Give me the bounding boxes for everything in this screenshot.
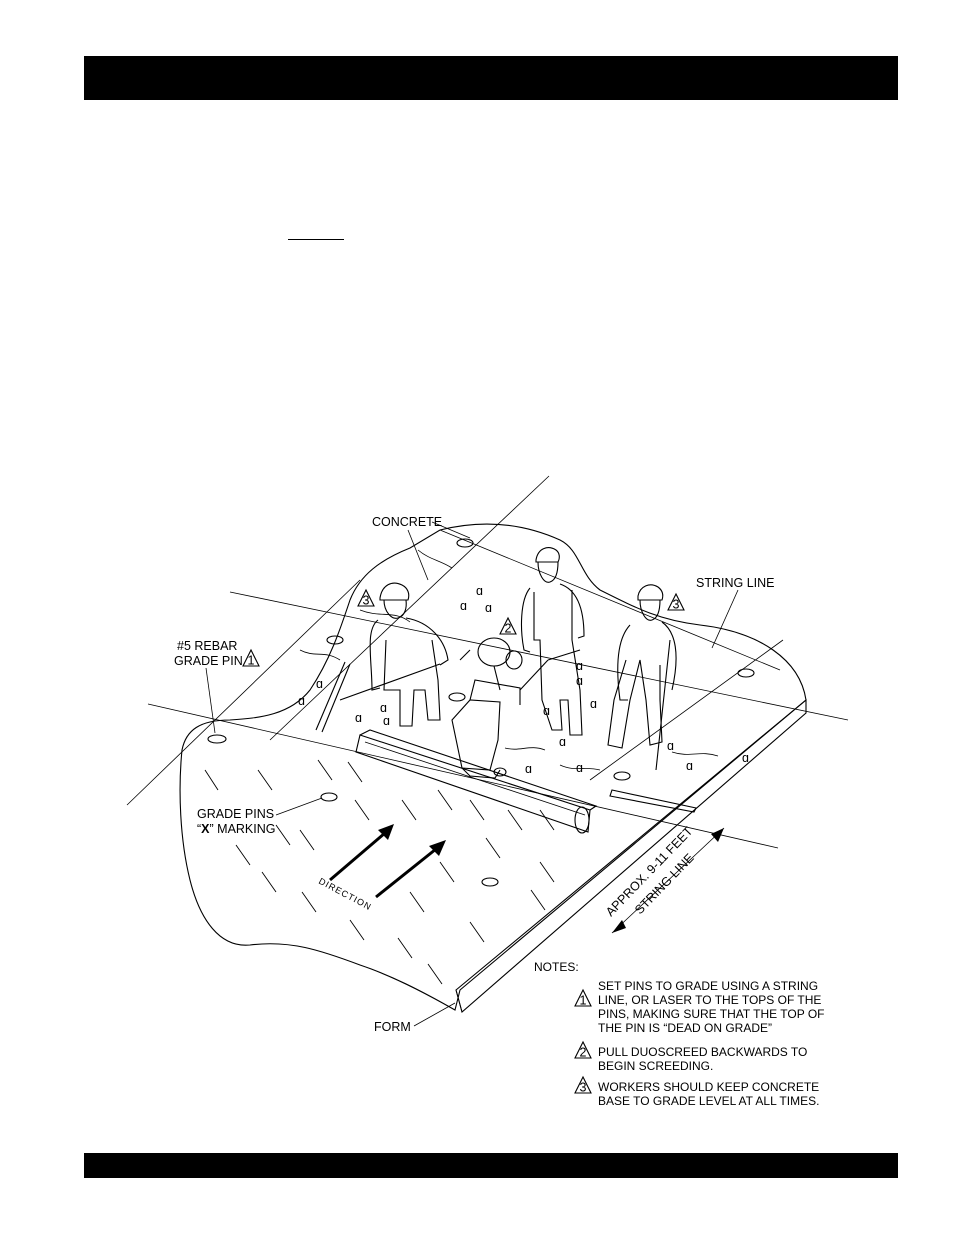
svg-text:ɑ: ɑ [686,759,693,773]
svg-text:ɑ: ɑ [559,735,566,749]
svg-text:ɑ: ɑ [742,751,749,765]
note-2: 2 PULL DUOSCREED BACKWARDS TO BEGIN SCRE… [574,1040,807,1073]
callout-triangle-2-center: 2 [499,616,517,636]
underline-rule [288,239,344,240]
header-bar [84,56,898,100]
label-grade-pins-line1: GRADE PINS [197,807,274,821]
dimension-line [611,827,725,934]
label-rebar-line1: #5 REBAR [177,639,237,653]
svg-text:ɑ: ɑ [316,677,323,691]
worker-right [607,584,697,813]
svg-text:ɑ: ɑ [380,701,387,715]
concrete-slab-outline [179,523,807,1011]
svg-text:ɑ: ɑ [576,761,583,775]
grade-pins [207,538,755,887]
svg-text:ɑ: ɑ [525,762,532,776]
note-1: 1 SET PINS TO GRADE USING A STRING LINE,… [574,979,825,1035]
screed-blade [355,729,598,834]
direction-arrows [329,824,446,899]
svg-text:ɑ: ɑ [476,584,483,598]
svg-text:1: 1 [248,654,255,668]
svg-text:ɑ: ɑ [383,714,390,728]
footer-bar [84,1153,898,1178]
string-line-mid [229,591,849,721]
svg-text:THE PIN IS “DEAD ON GRADE”: THE PIN IS “DEAD ON GRADE” [598,1021,772,1035]
aggregate-dots: ɑ ɑ ɑ ɑ ɑ ɑ ɑ ɑ ɑ ɑ ɑ ɑ ɑ ɑ ɑ ɑ ɑ ɑ [298,584,749,776]
form-board [455,698,807,1013]
svg-text:LINE, OR LASER TO THE TOPS OF: LINE, OR LASER TO THE TOPS OF THE [598,993,821,1007]
svg-text:SET PINS TO GRADE USING A STRI: SET PINS TO GRADE USING A STRING [598,979,818,993]
string-line-back [269,475,550,741]
worker-center [521,547,585,736]
label-grade-pins-line2: “X” MARKING [197,822,276,836]
screed-machine [451,637,581,779]
label-string-line: STRING LINE [696,576,775,590]
label-direction: DIRECTION [317,876,373,912]
svg-text:ɑ: ɑ [576,659,583,673]
leader-lines [205,521,739,1027]
string-line-far [439,529,781,671]
callout-triangle-3-left: 3 [357,588,375,608]
worker-left [315,582,449,733]
callout-triangle-3-right: 3 [667,592,685,612]
svg-text:ɑ: ɑ [460,599,467,613]
label-rebar-line2: GRADE PIN [174,654,243,668]
svg-text:3: 3 [363,594,370,608]
callout-triangle-1-rebar: 1 [242,648,260,668]
svg-text:ɑ: ɑ [485,601,492,615]
svg-text:3: 3 [673,598,680,612]
svg-text:ɑ: ɑ [298,694,305,708]
label-concrete: CONCRETE [372,515,442,529]
string-line-left [126,579,361,806]
svg-text:3: 3 [580,1081,587,1095]
svg-text:ɑ: ɑ [355,711,362,725]
string-line-front [147,703,779,849]
svg-text:2: 2 [505,622,512,636]
notes-title: NOTES: [534,960,579,974]
svg-text:1: 1 [580,994,587,1008]
svg-text:ɑ: ɑ [543,704,550,718]
svg-text:BEGIN SCREEDING.: BEGIN SCREEDING. [598,1059,713,1073]
svg-text:ɑ: ɑ [576,674,583,688]
svg-text:2: 2 [580,1046,587,1060]
svg-text:PULL DUOSCREED BACKWARDS TO: PULL DUOSCREED BACKWARDS TO [598,1045,807,1059]
string-line-right [589,639,784,781]
svg-text:BASE TO GRADE LEVEL AT ALL TIM: BASE TO GRADE LEVEL AT ALL TIMES. [598,1094,819,1108]
svg-text:PINS, MAKING SURE THAT THE TOP: PINS, MAKING SURE THAT THE TOP OF [598,1007,825,1021]
svg-text:WORKERS SHOULD KEEP CONCRETE: WORKERS SHOULD KEEP CONCRETE [598,1080,819,1094]
svg-text:ɑ: ɑ [590,697,597,711]
label-form: FORM [374,1020,411,1034]
note-3: 3 WORKERS SHOULD KEEP CONCRETE BASE TO G… [574,1075,819,1108]
screeded-surface-hatching [204,759,555,985]
concrete-surface-marks [299,549,719,771]
svg-text:ɑ: ɑ [667,739,674,753]
